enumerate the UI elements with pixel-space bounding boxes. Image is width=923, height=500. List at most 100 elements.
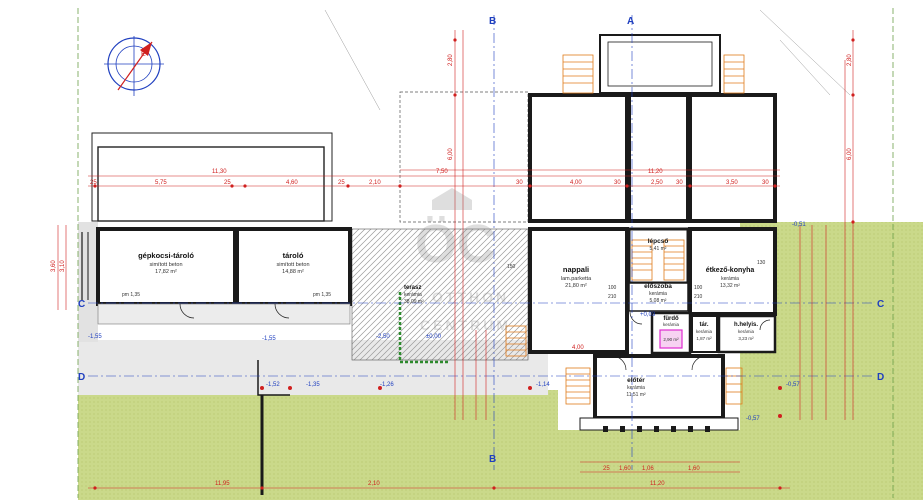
wc-floor: kerámia <box>738 329 755 334</box>
compass-north-label: É <box>141 49 146 58</box>
axis-c-right: C <box>877 299 884 310</box>
level-1: -1,55 <box>88 334 102 340</box>
living-floor: lam.parketta <box>561 276 592 282</box>
vestibule-floor: kerámia <box>627 385 645 391</box>
dim-25-c: 25 <box>338 180 345 186</box>
level-2: -1,55 <box>262 336 276 342</box>
garage-name: gépkocsi-tároló <box>138 251 194 260</box>
hatch-diag-1 <box>324 9 381 111</box>
level-6: -1,35 <box>306 382 320 388</box>
storage-name: tároló <box>283 251 304 260</box>
hatch-diag-3 <box>779 39 831 96</box>
balcony-inner <box>607 41 713 87</box>
dim-600-right: 6,00 <box>847 148 853 160</box>
vestibule-name: előtér <box>627 377 645 384</box>
pantry-area: 1,87 m² <box>696 336 712 341</box>
stairs-area: 5,41 m² <box>650 246 667 252</box>
living-area: 21,80 m² <box>565 283 587 289</box>
bath-floor: kerámia <box>663 322 680 327</box>
dim-30-b: 30 <box>614 180 621 186</box>
opening-150-living: 150 <box>507 264 516 270</box>
dim-30-d: 30 <box>762 180 769 186</box>
opening-210-kitchen: 210 <box>694 294 703 300</box>
lower-wall <box>257 360 290 396</box>
wc-name: h.helyis. <box>734 322 758 328</box>
dim-360-left: 3,60 <box>51 260 57 272</box>
dim-210-top: 2,10 <box>369 180 381 186</box>
dim-30-a: 30 <box>516 180 523 186</box>
garage-base <box>97 303 351 325</box>
level-4: ±0,00 <box>426 334 442 340</box>
vestibule-room <box>593 354 725 420</box>
living-name: nappali <box>563 265 589 274</box>
hall-floor: kerámia <box>649 291 667 297</box>
stairs-name: lépcső <box>648 238 669 245</box>
axis-a-top: A <box>627 16 634 27</box>
watermark-logo: ÖC OTTHON CENTRUM <box>415 188 511 333</box>
hall-name: előszoba <box>644 283 672 290</box>
dim-30-c: 30 <box>676 180 683 186</box>
pantry-room <box>691 315 718 353</box>
stair-entry-left <box>565 367 591 405</box>
axis-lines <box>88 15 875 470</box>
dim-280-right: 2,80 <box>847 54 853 66</box>
dim-1120-bottom: 11,20 <box>650 481 665 487</box>
pantry-name: tár. <box>699 322 708 328</box>
kitchen-area: 13,32 m² <box>720 283 740 289</box>
axis-c-left: C <box>78 299 85 310</box>
terrace-area <box>351 228 529 361</box>
kitchen-floor: kerámia <box>721 276 739 282</box>
house-upper-right <box>688 93 777 223</box>
terrace-name: terasz <box>404 285 421 291</box>
axis-d-right: D <box>877 372 884 383</box>
upper-outline <box>91 132 333 222</box>
opening-130-kitchen: 130 <box>757 260 766 266</box>
bath-fixture <box>659 329 683 349</box>
dim-400-top: 4,00 <box>570 180 582 186</box>
storage-floor: simított beton <box>276 262 309 268</box>
level-10: -0,57 <box>746 416 760 422</box>
stair-entry-right <box>725 367 743 405</box>
dim-600-left: 6,00 <box>448 148 454 160</box>
opening-100-living: 100 <box>608 285 617 291</box>
level-7: -1,26 <box>380 382 394 388</box>
pantry-floor: kerámia <box>696 329 713 334</box>
level-9: -0,57 <box>786 382 800 388</box>
dim-210-bottom: 2,10 <box>368 481 380 487</box>
dim-25-b: 25 <box>224 180 231 186</box>
living-room <box>528 227 629 354</box>
house-upper-left <box>528 93 629 223</box>
terrace-green-border <box>398 292 450 364</box>
terrace-floor: kerámia <box>404 292 422 298</box>
kitchen-room <box>688 227 777 316</box>
dimension-ticks <box>93 38 855 490</box>
stair-top-left <box>562 54 594 94</box>
upper-inner <box>97 146 325 222</box>
garage-floor: simított beton <box>149 262 182 268</box>
opening-pm135-2: pm 1,35 <box>313 292 331 298</box>
level-12: +0,03 <box>640 312 656 318</box>
compass-icon: É <box>104 36 164 96</box>
level-5: -1,52 <box>266 382 280 388</box>
dim-160-b: 1,60 <box>688 466 700 472</box>
storage-area: 14,88 m² <box>282 269 304 275</box>
dim-750: 7,50 <box>436 169 448 175</box>
dim-400-living: 4,00 <box>572 345 584 351</box>
bath-name: fürdő <box>663 316 679 322</box>
watermark-line1: OTTHON <box>432 289 509 305</box>
stair-terrace <box>505 325 527 357</box>
dim-106: 1,06 <box>642 466 654 472</box>
hatch-diag-2 <box>759 9 851 96</box>
garage-area: 17,82 m² <box>155 269 177 275</box>
watermark-line2: CENTRUM <box>420 317 511 333</box>
stair-main <box>631 239 685 281</box>
dim-top-total-left: 11,30 <box>212 169 227 175</box>
vestibule-area: 11,51 m² <box>626 392 646 398</box>
dim-top-total-right: 11,20 <box>648 169 663 175</box>
opening-100-kitchen: 100 <box>694 285 703 291</box>
entry-pillars <box>603 426 710 432</box>
wc-room <box>717 314 777 354</box>
dim-460: 4,60 <box>286 180 298 186</box>
axis-b-top: B <box>489 16 496 27</box>
